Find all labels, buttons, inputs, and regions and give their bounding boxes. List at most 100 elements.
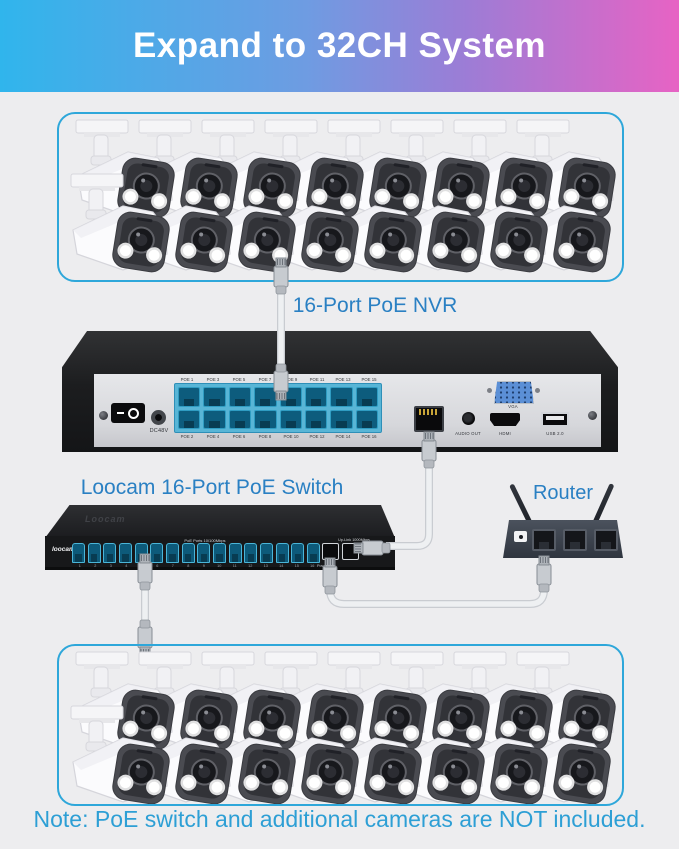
switch-poe-port	[275, 543, 289, 563]
audio-out-jack	[462, 412, 475, 425]
switch-poe-ports-label: PoE Ports 10/100Mbps	[184, 537, 226, 543]
poe-port	[355, 409, 378, 429]
poe-port-label: POE 5	[232, 377, 246, 382]
switch-port-number: 8	[187, 563, 190, 568]
poe-port-label: POE 11	[309, 377, 325, 382]
poe-port	[355, 387, 378, 407]
poe-port-label: POE 2	[180, 434, 194, 439]
switch-port-number: 14	[279, 563, 284, 568]
usb-port	[541, 412, 569, 427]
switch-port-number: 5	[140, 563, 143, 568]
banner: Expand to 32CH System	[0, 0, 679, 92]
switch-poe-port	[165, 543, 180, 563]
vga-label: VGA	[508, 404, 518, 409]
lan-port	[414, 406, 444, 432]
vga-port	[494, 381, 534, 404]
poe-port-label: POE 10	[283, 434, 299, 439]
switch-port-number: 9	[202, 563, 205, 568]
uplink-port-1	[322, 543, 339, 560]
poe-port-label: POE 6	[232, 434, 246, 439]
switch-port-number: 6	[156, 563, 159, 568]
poe-port	[330, 409, 353, 429]
switch-label: Loocam 16-Port PoE Switch	[80, 476, 344, 499]
usb-label: USB 2.0	[546, 431, 564, 436]
bottom-camera-box	[57, 644, 624, 806]
switch-poe-port	[291, 543, 305, 563]
router-device	[503, 478, 623, 558]
poe-port	[254, 409, 277, 429]
router-port-2	[563, 529, 587, 551]
poe-port-label: POE 8	[258, 434, 272, 439]
switch-port-number: 4	[125, 563, 128, 568]
poe-port	[330, 387, 353, 407]
power-off-icon	[128, 408, 139, 419]
dc-label: DC48V	[149, 428, 169, 434]
poe-port-label: POE 15	[361, 377, 377, 382]
poe-port	[304, 387, 328, 407]
note-text: Note: PoE switch and additional cameras …	[33, 806, 646, 832]
router-port-3	[594, 529, 618, 551]
switch-port-number: 15	[294, 563, 299, 568]
poe-port	[228, 409, 252, 429]
switch-port-number: 11	[232, 563, 237, 568]
hdmi-label: HDMI	[499, 431, 511, 436]
switch-brand-logo: loocam	[52, 546, 75, 553]
camera-grid-top	[70, 119, 619, 275]
rj45-plug-icon	[536, 555, 552, 593]
switch-poe-port	[244, 543, 258, 563]
switch-poe-port	[72, 543, 86, 563]
camera-grid-bottom	[70, 651, 619, 804]
router-label: Router	[532, 482, 594, 504]
router-power-jack	[514, 531, 527, 542]
switch-poe-port	[118, 543, 133, 563]
switch-port-number: 10	[217, 563, 222, 568]
screw-icon	[99, 411, 108, 420]
switch-poe-port	[150, 543, 164, 563]
hdmi-port	[490, 413, 520, 426]
poe-port	[203, 387, 226, 407]
poe-port	[254, 387, 277, 407]
switch-poe-port	[306, 543, 320, 563]
switch-brand-embossed: Loocam	[85, 514, 126, 524]
switch-port-number: 7	[171, 563, 174, 568]
nvr-poe-block	[174, 383, 382, 433]
switch-port-number: 1	[78, 563, 81, 568]
poe-port	[228, 387, 252, 407]
poe-port	[203, 409, 226, 429]
poe-port	[279, 409, 302, 429]
poe-port-label: POE 1	[180, 377, 194, 382]
power-switch	[111, 403, 145, 423]
nvr-label: 16-Port PoE NVR	[292, 294, 458, 317]
poe-port	[178, 409, 201, 429]
poe-port	[279, 387, 302, 407]
switch-poe-port	[212, 543, 227, 563]
switch-port-number: 2	[94, 563, 97, 568]
switch-poe-port	[103, 543, 117, 563]
poe-port-label: POE 9	[284, 377, 298, 382]
poe-port-label: POE 16	[361, 434, 377, 439]
switch-port-number: 13	[263, 563, 268, 568]
dc-power-jack	[151, 410, 166, 425]
poe-port-label: POE 3	[206, 377, 220, 382]
switch-power-led-label: Power	[317, 563, 328, 568]
banner-title: Expand to 32CH System	[132, 26, 547, 65]
switch-poe-port	[134, 543, 148, 563]
router-port-1	[532, 529, 556, 551]
poe-port-label: POE 4	[206, 434, 220, 439]
poe-port	[178, 387, 201, 407]
switch-port-number: 16	[310, 563, 315, 568]
switch-poe-port	[197, 543, 211, 563]
switch-port-row	[72, 543, 320, 563]
top-camera-box	[57, 112, 624, 282]
switch-poe-port	[181, 543, 195, 563]
poe-port	[304, 409, 328, 429]
switch-poe-port	[228, 543, 242, 563]
switch-poe-port	[259, 543, 274, 563]
